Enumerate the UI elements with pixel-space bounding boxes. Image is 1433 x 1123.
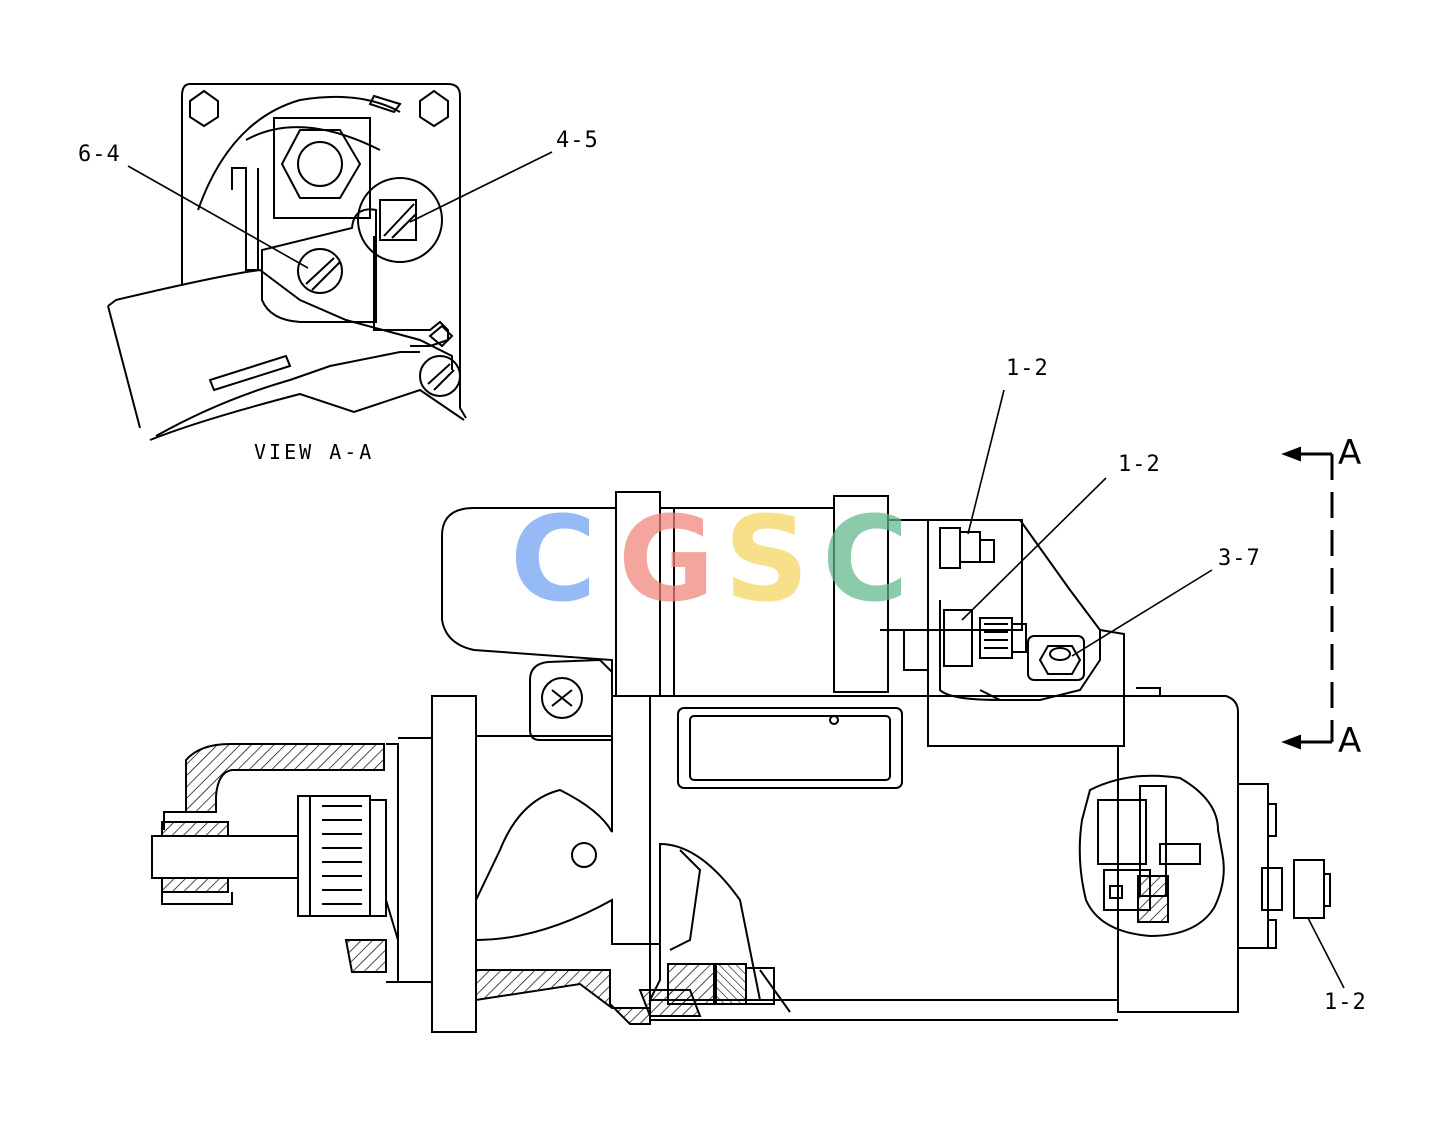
terminal-block	[927, 519, 1023, 631]
bracket-bolt-3-7	[1038, 645, 1082, 675]
commutator-cutaway	[1078, 774, 1225, 938]
starter-main-view	[151, 389, 1345, 1033]
view-square-plug-4-5	[379, 199, 417, 241]
leader-end-stud	[1307, 917, 1345, 989]
section-label-bottom: A	[1338, 721, 1362, 761]
watermark-letter-4: C	[822, 490, 909, 628]
stud-block	[273, 117, 371, 219]
callout-end-stud: 1-2	[1324, 990, 1367, 1015]
lever-plate	[261, 208, 377, 323]
adjust-screw	[541, 677, 583, 719]
drive-nose-hatch	[475, 969, 651, 1025]
drive-housing-hatched	[185, 743, 385, 813]
hex-nut-top-right	[419, 89, 449, 128]
callout-view-left: 6-4	[78, 142, 121, 167]
callout-terminal-nut: 1-2	[1118, 452, 1161, 477]
view-screw-6-4	[297, 248, 343, 294]
leader-top-screw	[967, 389, 1005, 535]
terminal-nut-1-2	[943, 609, 973, 667]
section-line-a-a	[1296, 452, 1334, 744]
leader-bracket-bolt	[1071, 569, 1213, 657]
callout-top-screw: 1-2	[1006, 356, 1049, 381]
callout-bracket-bolt: 3-7	[1218, 546, 1261, 571]
pinion-bearing-bottom	[161, 877, 229, 893]
leader-6-4	[127, 165, 309, 269]
view-bolt-circle	[419, 355, 461, 397]
end-stud-1-2	[1293, 859, 1325, 919]
housing-left-wall	[231, 167, 259, 271]
watermark-letter-1: C	[510, 490, 597, 628]
terminal-hex-nut	[280, 129, 362, 199]
section-label-top: A	[1338, 433, 1362, 473]
pinion-bearing-top	[161, 821, 229, 837]
watermark-letter-3: S	[724, 490, 809, 628]
top-screw-1-2	[959, 531, 981, 563]
leader-4-5	[409, 151, 553, 223]
hex-nut-top-left	[189, 89, 219, 128]
mounting-flange-outline	[181, 83, 467, 419]
drive-flange	[431, 695, 477, 1033]
callout-view-right: 4-5	[556, 128, 599, 153]
view-title: VIEW A-A	[254, 440, 375, 464]
watermark-letter-2: G	[618, 490, 715, 628]
name-plate	[677, 707, 903, 789]
leader-terminal-nut	[961, 477, 1107, 621]
adjust-screw-boss	[529, 658, 613, 741]
lower-casting	[107, 268, 453, 429]
view-plug-circle	[357, 177, 443, 263]
solenoid-cap	[833, 495, 889, 693]
pinion-gear	[297, 795, 371, 917]
drive-shaft	[151, 835, 299, 879]
view-a-a-detail	[107, 83, 553, 441]
